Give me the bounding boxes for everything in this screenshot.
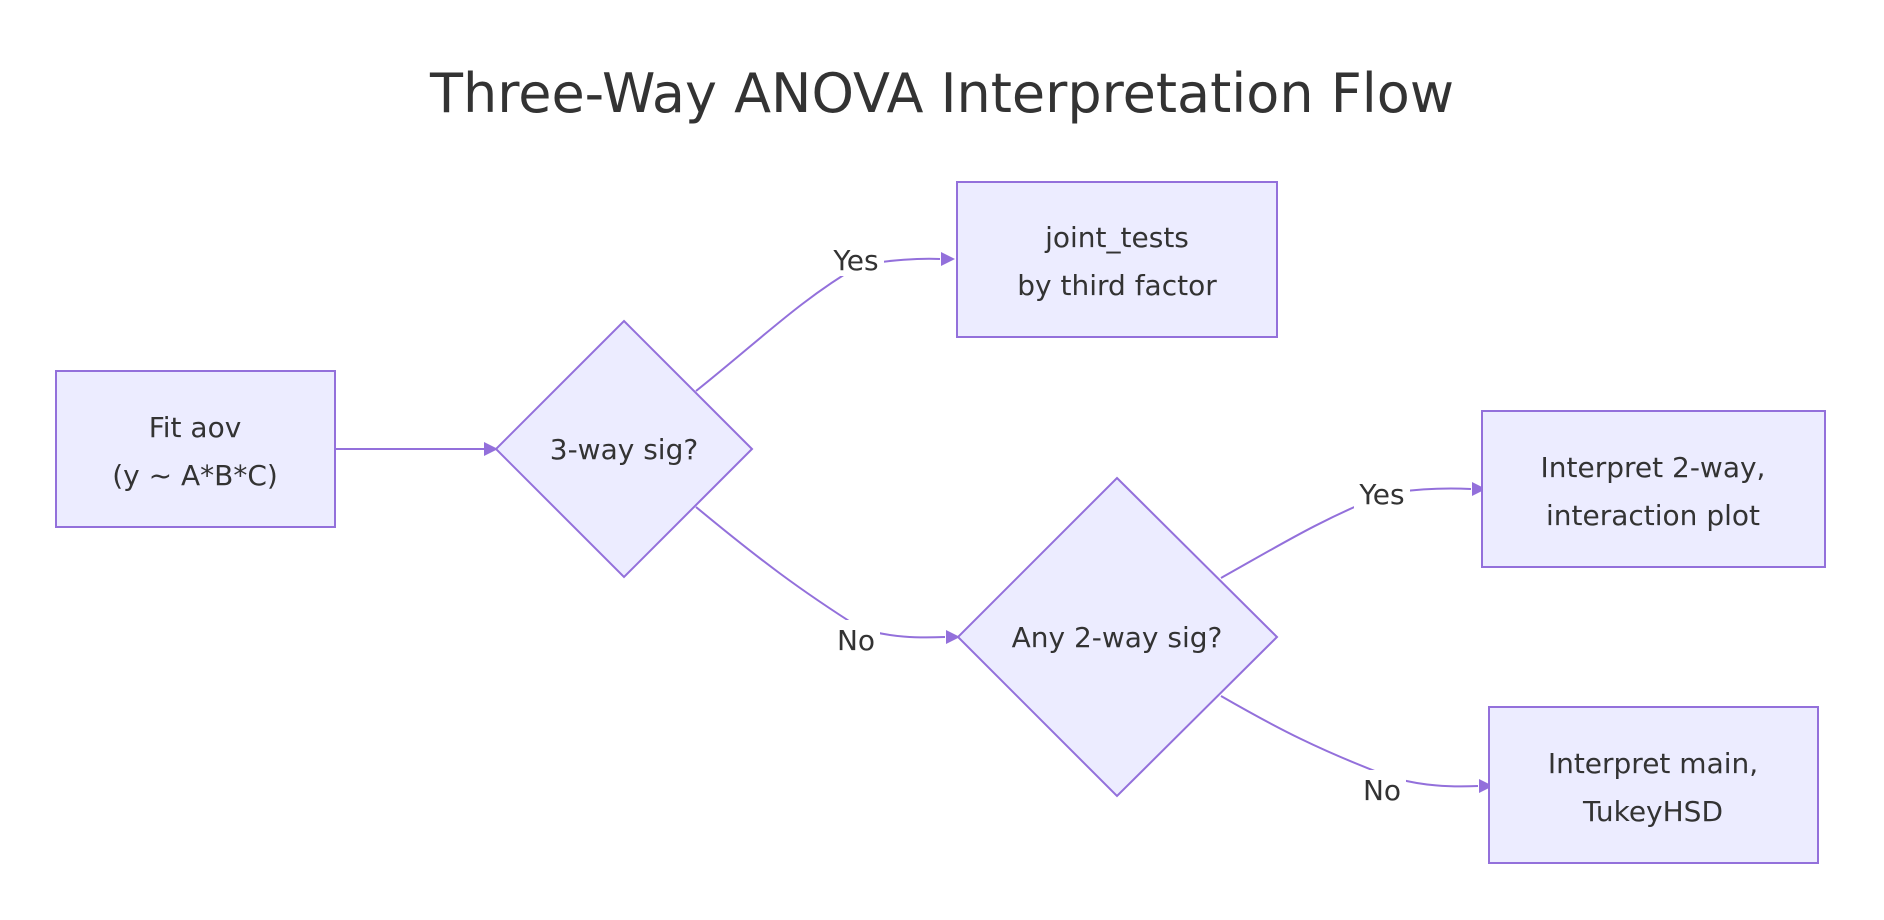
svg-text:TukeyHSD: TukeyHSD [1582,795,1723,828]
edges [335,252,1493,793]
edge-two-way-no [1220,695,1493,793]
svg-text:No: No [837,624,875,657]
svg-text:Interpret 2-way,: Interpret 2-way, [1541,451,1766,484]
svg-text:interaction plot: interaction plot [1546,499,1760,532]
svg-text:Yes: Yes [1358,478,1404,511]
node-two-way-decision: Any 2-way sig? [956,476,1279,798]
node-three-way-decision: 3-way sig? [494,319,754,579]
node-fit-aov: Fit aov (y ~ A*B*C) [55,370,336,528]
svg-text:Fit aov: Fit aov [149,411,242,444]
edge-fit-to-three-way [335,442,498,456]
edge-two-way-yes [1220,482,1486,579]
edge-label-three-yes: Yes [828,240,884,277]
node-interpret-two-way: Interpret 2-way, interaction plot [1481,410,1826,568]
node-interpret-main: Interpret main, TukeyHSD [1488,706,1819,864]
edge-label-two-no: No [1358,770,1406,807]
edge-three-way-yes [695,252,955,392]
svg-text:by third factor: by third factor [1017,269,1217,302]
node-joint-tests: joint_tests by third factor [956,181,1278,338]
edge-label-three-no: No [832,620,880,657]
edge-label-two-yes: Yes [1354,474,1410,511]
svg-text:Any 2-way sig?: Any 2-way sig? [1012,621,1223,654]
svg-text:3-way sig?: 3-way sig? [550,433,698,466]
svg-text:Yes: Yes [832,244,878,277]
diagram-title: Three-Way ANOVA Interpretation Flow [429,62,1454,125]
edge-three-way-no [695,506,960,644]
svg-text:joint_tests: joint_tests [1044,221,1189,254]
svg-text:Interpret main,: Interpret main, [1548,747,1758,780]
svg-text:No: No [1363,774,1401,807]
svg-text:(y ~ A*B*C): (y ~ A*B*C) [112,459,278,492]
